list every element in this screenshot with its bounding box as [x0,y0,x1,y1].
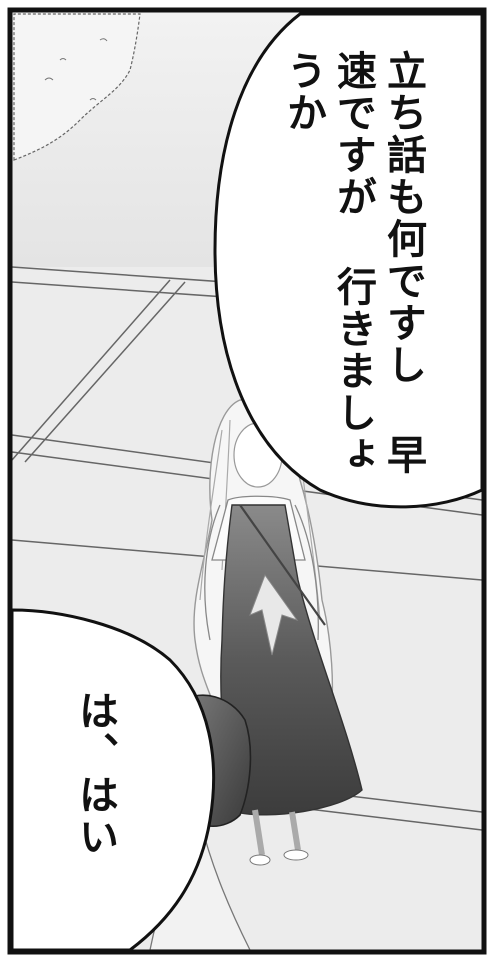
woman-figure [193,399,363,866]
speech-text-2: は、はい [70,690,120,930]
speech-reply: は、はい [72,690,118,858]
bag-strap [239,504,326,626]
speech-line-1: 立ち話も何ですし [380,50,426,386]
speech-line-3: 行きましょうか [280,50,376,476]
panel-border [7,7,487,955]
speech-line-2: 早速ですが [330,50,426,476]
foliage-marks [44,38,108,101]
foliage-shape [13,13,141,161]
speech-text-1: 立ち話も何ですし 早速ですが 行きましょうか [278,50,428,480]
speech-bubble-2 [10,608,216,952]
speech-bubble-1 [213,12,484,509]
